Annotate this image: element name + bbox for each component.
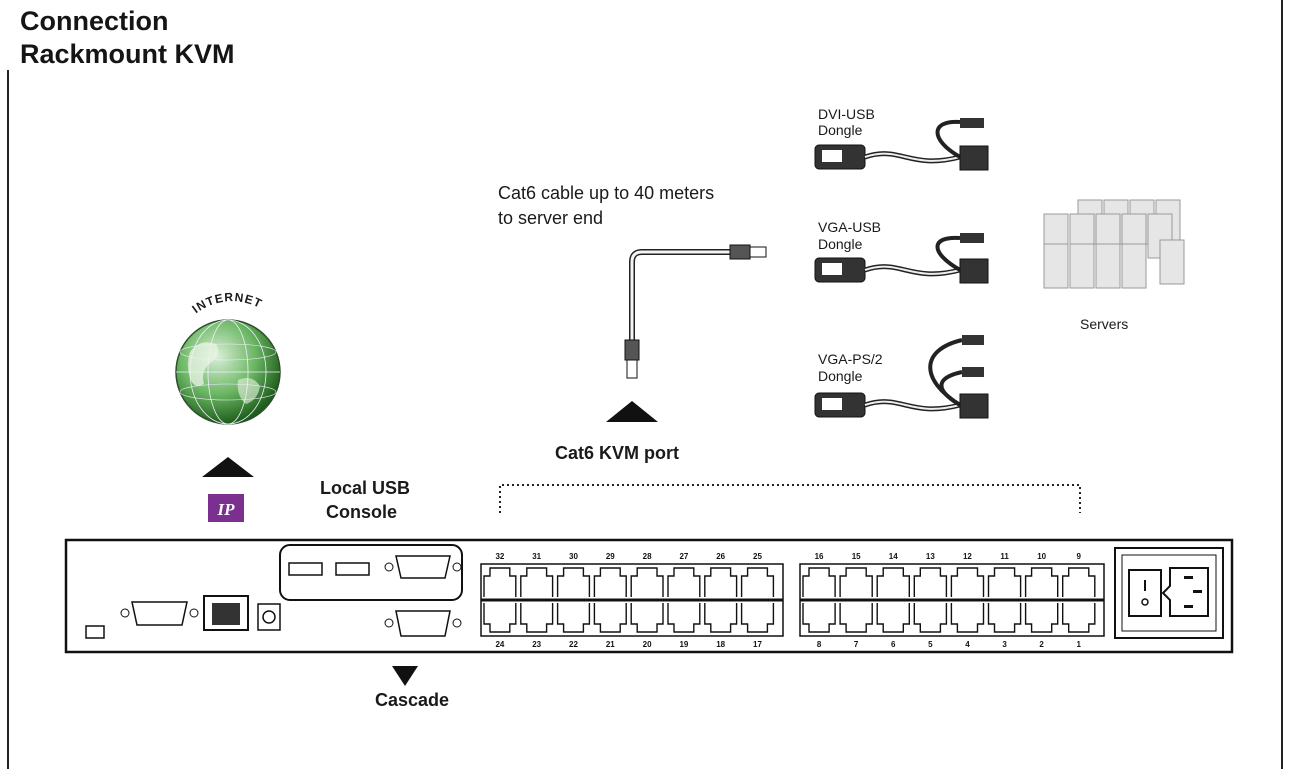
servers-label: Servers [1080,316,1129,332]
dvi-usb-label-line-1: DVI-USB [818,106,875,122]
port-number-label: 32 [495,552,504,561]
port-number-label: 3 [1002,640,1007,649]
rj45-port [839,567,873,597]
rj45-port [1062,567,1096,597]
dongle-icon [814,233,989,284]
rj45-port [740,567,775,597]
rj45-port [950,603,985,633]
rj45-port [704,567,738,597]
rj45-port [556,567,591,597]
rj45-port [1062,603,1096,633]
rj45-port [1024,567,1059,597]
port-number-label: 18 [716,640,725,649]
rj45-port [802,603,836,633]
internet-text: INTERNET [189,290,263,316]
rj45-port [987,603,1022,633]
dongle-icon [814,118,989,171]
cat6-kvm-port-label: Cat6 KVM port [555,443,680,463]
port-number-label: 31 [532,552,541,561]
port-number-label: 4 [965,640,970,649]
port-number-label: 1 [1077,640,1082,649]
port-number-label: 27 [679,552,688,561]
vga-ps2-label-line-1: VGA-PS/2 [818,351,883,367]
port-number-label: 23 [532,640,541,649]
rj45-port [740,603,775,633]
title-line-1: Connection [20,6,169,36]
rj45-port [667,567,701,597]
port-number-label: 2 [1039,640,1044,649]
rj45-port [913,567,948,597]
arrow-down-icon [392,666,418,686]
rj45-port [1024,603,1059,633]
vga-usb-label-line-1: VGA-USB [818,219,882,235]
port-number-label: 20 [643,640,652,649]
port-number-label: 21 [606,640,615,649]
dvi-usb-label-line-2: Dongle [818,122,863,138]
vga-usb-label-line-2: Dongle [818,236,863,252]
rj45-port [483,603,517,633]
port-number-label: 16 [815,552,824,561]
port-number-label: 28 [643,552,652,561]
rj45-port [556,603,591,633]
dongle-icon [814,335,989,419]
power-switch-icon [1128,569,1162,617]
cable-label-line-2: to server end [498,208,604,228]
rj45-port [876,567,910,597]
port-number-label: 6 [891,640,896,649]
rj45-port [520,603,554,633]
rj45-port [950,567,985,597]
port-number-label: 10 [1037,552,1046,561]
rj45-cable-icon [624,244,767,379]
rj45-port [593,567,627,597]
port-number-label: 26 [716,552,725,561]
rj45-port [630,567,664,597]
port-number-label: 24 [495,640,504,649]
port-number-label: 8 [817,640,822,649]
port-number-label: 12 [963,552,972,561]
port-number-label: 19 [679,640,688,649]
rj45-port [667,603,701,633]
rj45-port [987,567,1022,597]
port-number-label: 15 [852,552,861,561]
port-number-label: 17 [753,640,762,649]
servers-icon [1043,199,1185,289]
rj45-port [520,567,554,597]
local-usb-label-line-1: Local USB [320,478,411,498]
port-number-label: 9 [1077,552,1082,561]
ip-badge-text: IP [217,500,236,519]
arrow-up-icon [202,457,254,477]
rj45-port [593,603,627,633]
local-usb-label-line-2: Console [326,502,398,522]
port-number-label: 13 [926,552,935,561]
rj45-port [913,603,948,633]
ip-badge-icon: IP [208,494,244,522]
internet-globe-icon: INTERNET [175,290,281,425]
cascade-label: Cascade [375,690,450,710]
arrow-up-icon [606,401,658,422]
port-number-label: 14 [889,552,898,561]
port-number-label: 11 [1000,552,1009,561]
port-number-label: 7 [854,640,859,649]
vga-ps2-label-line-2: Dongle [818,368,863,384]
port-number-label: 5 [928,640,933,649]
rj45-port [876,603,910,633]
port-number-label: 29 [606,552,615,561]
port-number-label: 30 [569,552,578,561]
title-line-2: Rackmount KVM [20,39,235,69]
kvm-port-bracket [499,484,1081,513]
port-number-label: 25 [753,552,762,561]
cable-label-line-1: Cat6 cable up to 40 meters [498,183,715,203]
rj45-port [802,567,836,597]
rj45-port [630,603,664,633]
svg-text:INTERNET: INTERNET [189,290,264,316]
rj45-port [483,567,517,597]
rj45-port [839,603,873,633]
rj45-port [704,603,738,633]
port-number-label: 22 [569,640,578,649]
